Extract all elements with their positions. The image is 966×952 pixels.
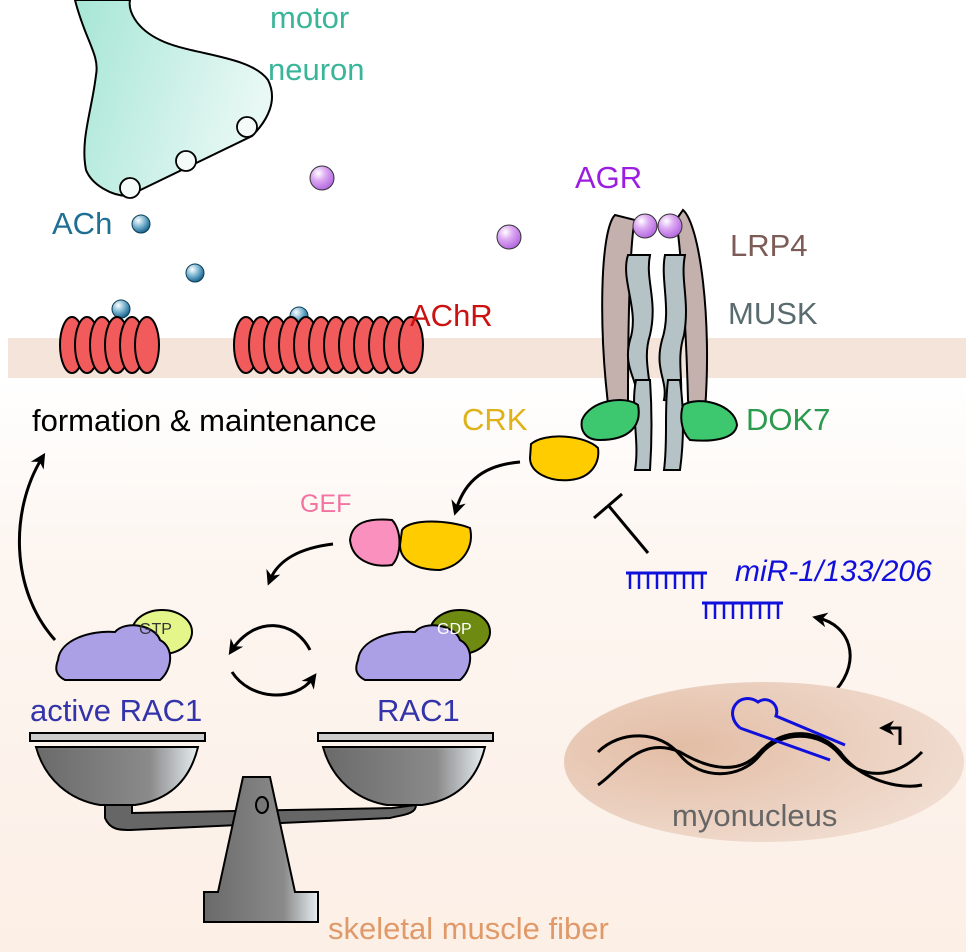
dok7-left — [580, 399, 640, 442]
lrp4-musk-complex — [580, 208, 739, 471]
agrin-molecule — [496, 224, 522, 250]
inhibition-symbol — [593, 492, 650, 554]
label-skeletal-muscle-fiber: skeletal muscle fiber — [328, 911, 609, 946]
achr-cluster-small — [59, 316, 160, 374]
agrin-bound — [657, 213, 683, 239]
transcription-start-icon — [879, 720, 902, 745]
achr-subunit — [134, 316, 160, 374]
musk-right-lower — [662, 379, 684, 471]
motor-neuron-terminal — [73, 0, 273, 199]
gef-protein — [348, 518, 401, 567]
arrow-gef-to-rac1 — [266, 542, 334, 586]
label-agr: AGR — [575, 160, 643, 195]
arrow-gtp-to-gdp — [230, 671, 317, 697]
vesicle — [119, 177, 141, 199]
pri-mirna-hairpin — [731, 697, 846, 747]
agrin-bound — [632, 213, 658, 239]
ach-molecule-bound — [111, 299, 131, 319]
vesicle — [175, 150, 197, 172]
label-musk: MUSK — [728, 296, 818, 331]
arrow-crk-to-gef — [451, 460, 521, 516]
ach-molecule — [131, 214, 151, 234]
achr-cluster-large — [233, 316, 424, 374]
rac1-protein — [355, 609, 491, 681]
label-gef: GEF — [300, 490, 352, 518]
label-ach: ACh — [52, 206, 113, 241]
achr-subunit — [398, 316, 424, 374]
crk-protein — [528, 435, 600, 482]
agrin-molecule — [309, 165, 335, 191]
vesicle — [236, 116, 258, 138]
label-myonucleus: myonucleus — [672, 798, 838, 833]
crk-bound-gef — [398, 520, 472, 572]
label-mirna: miR-1/133/206 — [735, 555, 932, 588]
label-rac1: RAC1 — [377, 693, 460, 728]
ach-molecule — [185, 263, 205, 283]
myonucleus — [564, 682, 964, 842]
active-rac1-protein — [55, 609, 193, 681]
label-achr: AChR — [410, 298, 493, 333]
label-active-rac1: active RAC1 — [30, 693, 203, 728]
label-lrp4: LRP4 — [730, 228, 808, 263]
label-crk: CRK — [462, 402, 528, 437]
label-neuron: neuron — [268, 52, 365, 87]
postsynaptic-membrane — [8, 338, 966, 378]
label-formation-maintenance: formation & maintenance — [32, 403, 377, 438]
mirna-strand — [626, 571, 707, 589]
arrow-rac1-to-formation — [17, 452, 57, 642]
arrow-gdp-to-gtp — [228, 624, 312, 656]
arrow-nucleus-to-mirna — [812, 612, 852, 691]
mirna-strand — [702, 601, 783, 619]
dna-strand — [597, 732, 923, 788]
lrp4-left — [601, 213, 637, 423]
dok7-right — [680, 400, 739, 442]
label-gtp: GTP — [139, 621, 172, 638]
balance-scale — [29, 732, 494, 923]
label-gdp: GDP — [437, 621, 472, 638]
label-dok7: DOK7 — [746, 402, 831, 437]
label-motor: motor — [270, 0, 350, 35]
